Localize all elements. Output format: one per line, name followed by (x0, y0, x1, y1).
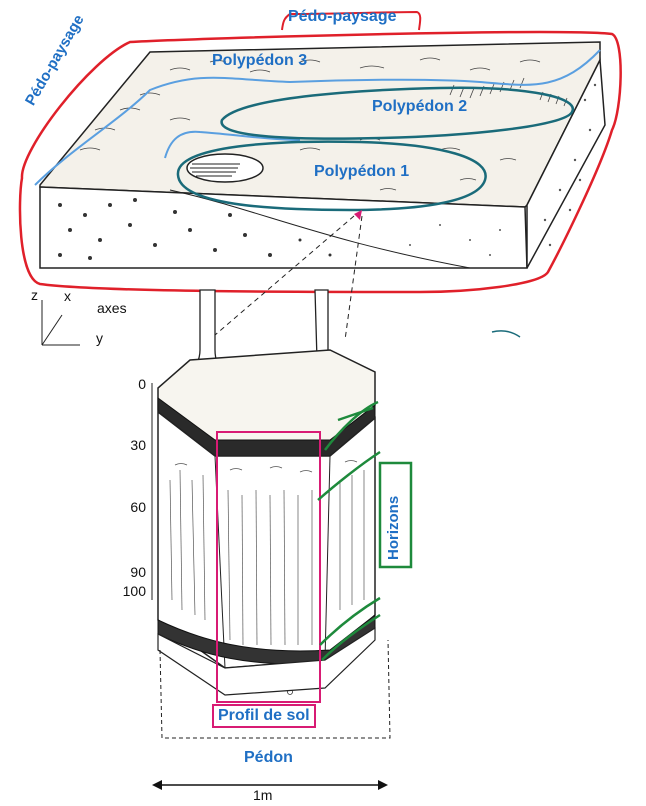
horizon-e-texture (174, 460, 358, 473)
scale-label: 1m (253, 787, 273, 803)
pedon-monolith (157, 289, 391, 739)
landscape-top-surface (39, 41, 601, 208)
axis-x-label: x (64, 288, 71, 304)
scale-arrow (152, 780, 388, 790)
pedon-marker (354, 210, 362, 220)
pedo-paysage-top-underline (281, 10, 422, 31)
profil-de-sol-outline (216, 431, 321, 703)
stray-mark (491, 330, 521, 338)
slope-line (169, 189, 471, 269)
pedo-paysage-outline (18, 30, 622, 294)
pedon-label: Pédon (244, 749, 293, 766)
polypedon-2-outline (220, 86, 575, 140)
landscape-block (39, 41, 606, 269)
axis-y-label: y (96, 330, 103, 346)
horizons-box (378, 461, 413, 569)
axes-label: axes (97, 300, 127, 316)
profil-de-sol-label: Profil de sol (212, 704, 316, 728)
landscape-side-face (526, 57, 606, 269)
front-face-dots (58, 198, 332, 260)
pedon-base-dashed (159, 639, 391, 739)
horizon-boundary-strokes (317, 400, 381, 661)
pedo-paysage-top-label: Pédo-paysage (288, 8, 397, 25)
depth-tick-label: 30 (130, 437, 146, 453)
depth-tick-label: 0 (138, 376, 146, 392)
polypedon-1-label: Polypédon 1 (314, 163, 410, 180)
pond-hatching (190, 163, 240, 177)
side-face-dots (409, 83, 597, 256)
polypedon-3-label: Polypédon 3 (212, 52, 308, 69)
depth-tick-label: 90 (130, 564, 146, 580)
horizons-label: Horizons (385, 495, 402, 560)
depth-tick-label: 100 (122, 583, 146, 599)
polypedon-3-outline (34, 49, 601, 186)
polypedon-2-label: Polypédon 2 (372, 98, 468, 115)
connector-lines (214, 215, 363, 341)
depth-tick-label: 60 (130, 499, 146, 515)
axes-glyph (41, 300, 80, 346)
polypedon-1-outline (176, 140, 487, 212)
polypedon-3-inner-line (164, 130, 301, 159)
axis-z-label: z (31, 287, 38, 303)
horizon-b-texture (169, 469, 365, 646)
